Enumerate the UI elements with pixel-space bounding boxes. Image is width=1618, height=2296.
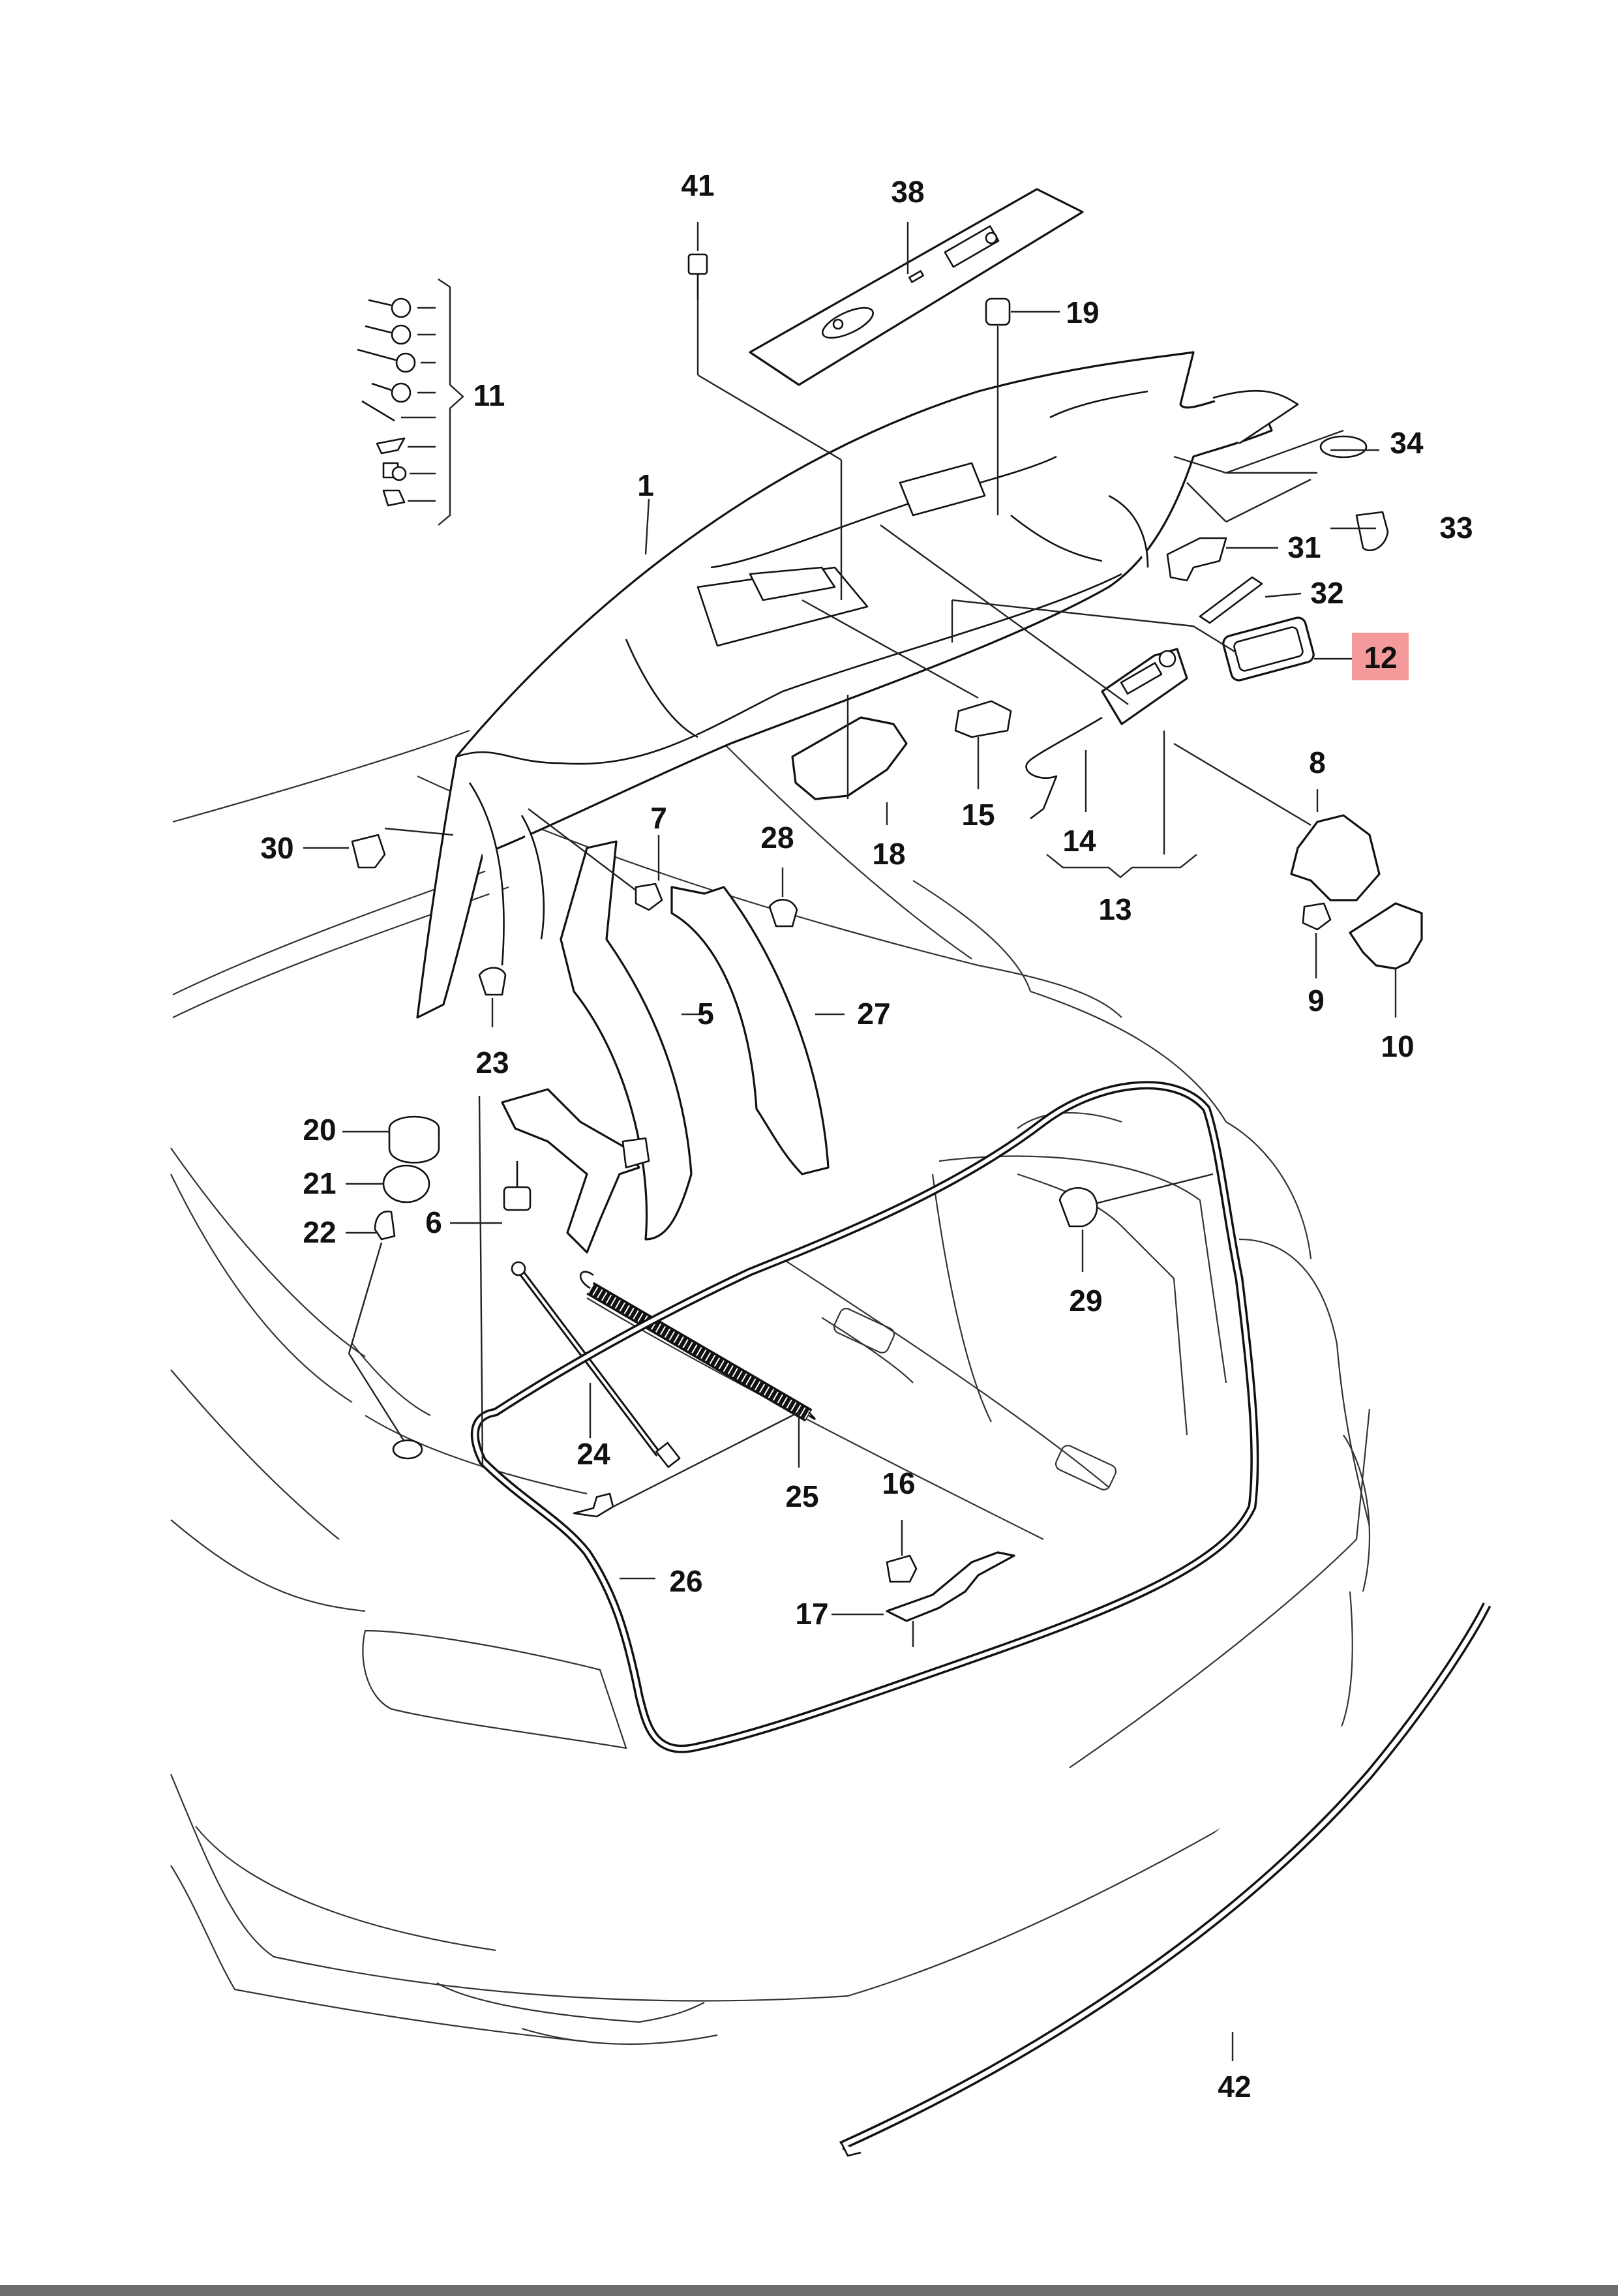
wire-14 — [1025, 716, 1103, 820]
callout-27: 27 — [857, 997, 890, 1031]
callout-19: 19 — [1066, 295, 1099, 329]
fastener-set-11 — [357, 297, 416, 507]
callout-26: 26 — [669, 1564, 702, 1598]
callout-15: 15 — [961, 798, 995, 832]
bump-stop-20 — [388, 1115, 440, 1164]
parts — [351, 188, 1491, 2157]
strip-32 — [1199, 576, 1263, 624]
callout-28: 28 — [760, 821, 794, 854]
callout-38: 38 — [891, 175, 924, 209]
bump-29 — [1058, 1187, 1098, 1228]
callout-12: 12 — [1364, 641, 1397, 674]
callout-18: 18 — [872, 837, 905, 871]
callout-labels: 41 38 19 11 1 34 33 31 32 12 8 15 14 18 … — [260, 168, 1473, 2104]
callout-24: 24 — [577, 1437, 610, 1471]
callout-33: 33 — [1439, 511, 1473, 545]
moulding-strip-42 — [839, 1602, 1491, 2157]
buffer-30 — [351, 834, 386, 869]
car-body-outline — [170, 729, 1371, 2046]
callout-6: 6 — [425, 1205, 442, 1239]
bracket-31 — [1166, 537, 1227, 582]
callout-30: 30 — [260, 831, 293, 865]
callout-11: 11 — [473, 378, 505, 412]
clip-28 — [768, 899, 798, 928]
callout-21: 21 — [303, 1166, 336, 1200]
bottom-scroll-bar[interactable] — [0, 2285, 1618, 2296]
callout-34: 34 — [1390, 426, 1424, 460]
callout-10: 10 — [1381, 1029, 1414, 1063]
callout-31: 31 — [1287, 530, 1321, 564]
callout-42: 42 — [1218, 2070, 1251, 2104]
ring-21 — [382, 1164, 430, 1203]
callout-5: 5 — [697, 997, 714, 1031]
trunk-lid — [416, 351, 1299, 1019]
cap-15 — [954, 700, 1012, 738]
bolt-6 — [503, 1161, 532, 1211]
striker-10 — [1349, 902, 1423, 970]
callout-22: 22 — [303, 1215, 336, 1249]
callout-7: 7 — [650, 801, 667, 835]
callout-1: 1 — [637, 468, 654, 502]
callout-41: 41 — [681, 168, 714, 202]
lock-bracket-8 — [1290, 814, 1381, 901]
nut-9 — [1302, 902, 1332, 931]
callout-25: 25 — [785, 1479, 818, 1513]
highlight-box-12 — [1352, 633, 1409, 680]
callout-23: 23 — [475, 1046, 509, 1080]
callout-20: 20 — [303, 1113, 336, 1147]
callout-17: 17 — [795, 1597, 828, 1631]
handle-switch-13 — [1101, 648, 1188, 725]
cap-22 — [374, 1210, 396, 1241]
grommet-34 — [1319, 435, 1368, 459]
switch-33 — [1355, 511, 1389, 552]
handle-cover-18 — [791, 716, 908, 800]
bracket-17 — [886, 1551, 1015, 1622]
cover-plate-38 — [749, 188, 1084, 386]
clip-23 — [478, 967, 507, 996]
callout-32: 32 — [1310, 576, 1343, 610]
nut-7 — [635, 883, 663, 911]
trim-27 — [670, 886, 830, 1175]
hinge-trim-5 — [560, 840, 693, 1241]
gas-strut-24 — [511, 1261, 681, 1468]
callout-13: 13 — [1098, 892, 1131, 926]
nut-16 — [886, 1554, 918, 1583]
callout-9: 9 — [1308, 984, 1325, 1018]
callout-29: 29 — [1069, 1284, 1102, 1318]
leader-lines — [303, 222, 1397, 2061]
bump-stop-19 — [985, 297, 1011, 326]
hinge-bracket — [501, 1088, 640, 1254]
screw-41 — [687, 253, 708, 300]
callout-14: 14 — [1062, 824, 1096, 858]
callout-8: 8 — [1309, 746, 1326, 779]
callout-16: 16 — [882, 1466, 915, 1500]
